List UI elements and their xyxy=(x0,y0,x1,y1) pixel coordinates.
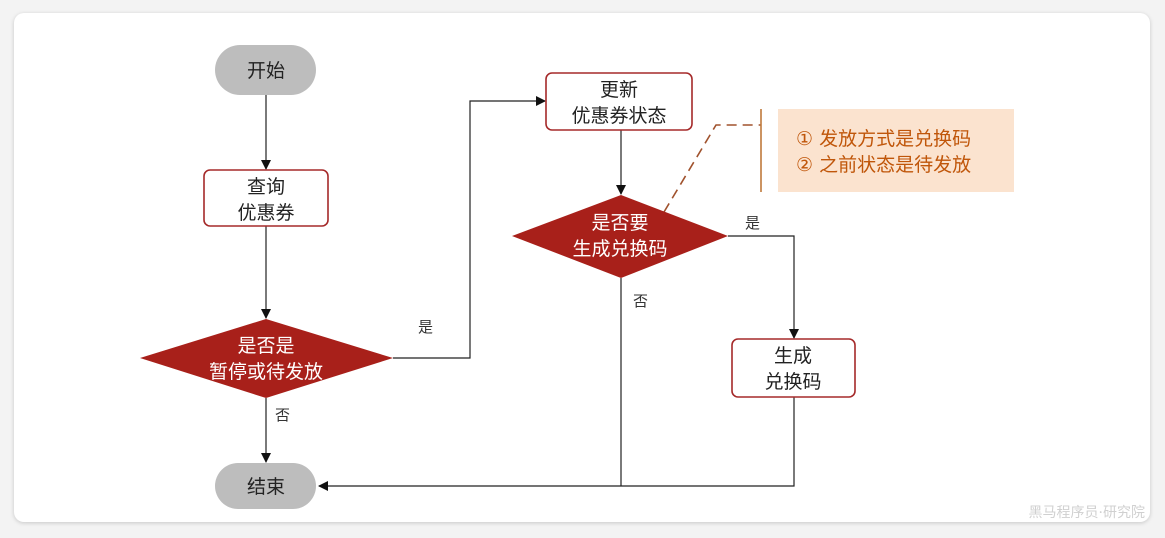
need-code-decision xyxy=(512,195,728,278)
update-status-node xyxy=(545,72,693,131)
gen-label-1: 生成 xyxy=(774,345,812,367)
start-label: 开始 xyxy=(247,60,285,82)
need-code-label-2: 生成兑换码 xyxy=(572,238,667,260)
edge-label-status-no: 否 xyxy=(275,406,290,424)
note-line-1: ① 发放方式是兑换码 xyxy=(796,128,971,150)
end-node xyxy=(215,463,316,509)
query-coupon-node xyxy=(203,169,329,227)
edge-needcode-gen xyxy=(728,235,799,339)
query-label-2: 优惠券 xyxy=(237,202,294,224)
start-node xyxy=(215,45,316,95)
update-label-2: 优惠券状态 xyxy=(571,105,666,127)
note-line-2: ② 之前状态是待发放 xyxy=(796,154,971,176)
edge-label-code-yes: 是 xyxy=(745,214,760,232)
edge-label-status-yes: 是 xyxy=(418,318,433,336)
edge-label-code-no: 否 xyxy=(633,292,648,310)
note-box xyxy=(778,109,1014,192)
edges xyxy=(261,95,799,491)
query-label-1: 查询 xyxy=(247,176,285,198)
edge-check-update xyxy=(393,96,546,359)
gen-label-2: 兑换码 xyxy=(764,371,821,393)
edge-gen-end xyxy=(318,397,795,491)
check-status-label-2: 暂停或待发放 xyxy=(209,361,323,383)
need-code-label-1: 是否要 xyxy=(591,212,648,234)
watermark: 黑马程序员·研究院 xyxy=(1029,505,1145,521)
check-status-label-1: 是否是 xyxy=(237,335,294,357)
generate-code-node xyxy=(731,338,856,398)
update-label-1: 更新 xyxy=(600,79,638,101)
end-label: 结束 xyxy=(247,476,285,498)
check-status-decision xyxy=(140,319,393,398)
note-connector xyxy=(663,124,761,213)
